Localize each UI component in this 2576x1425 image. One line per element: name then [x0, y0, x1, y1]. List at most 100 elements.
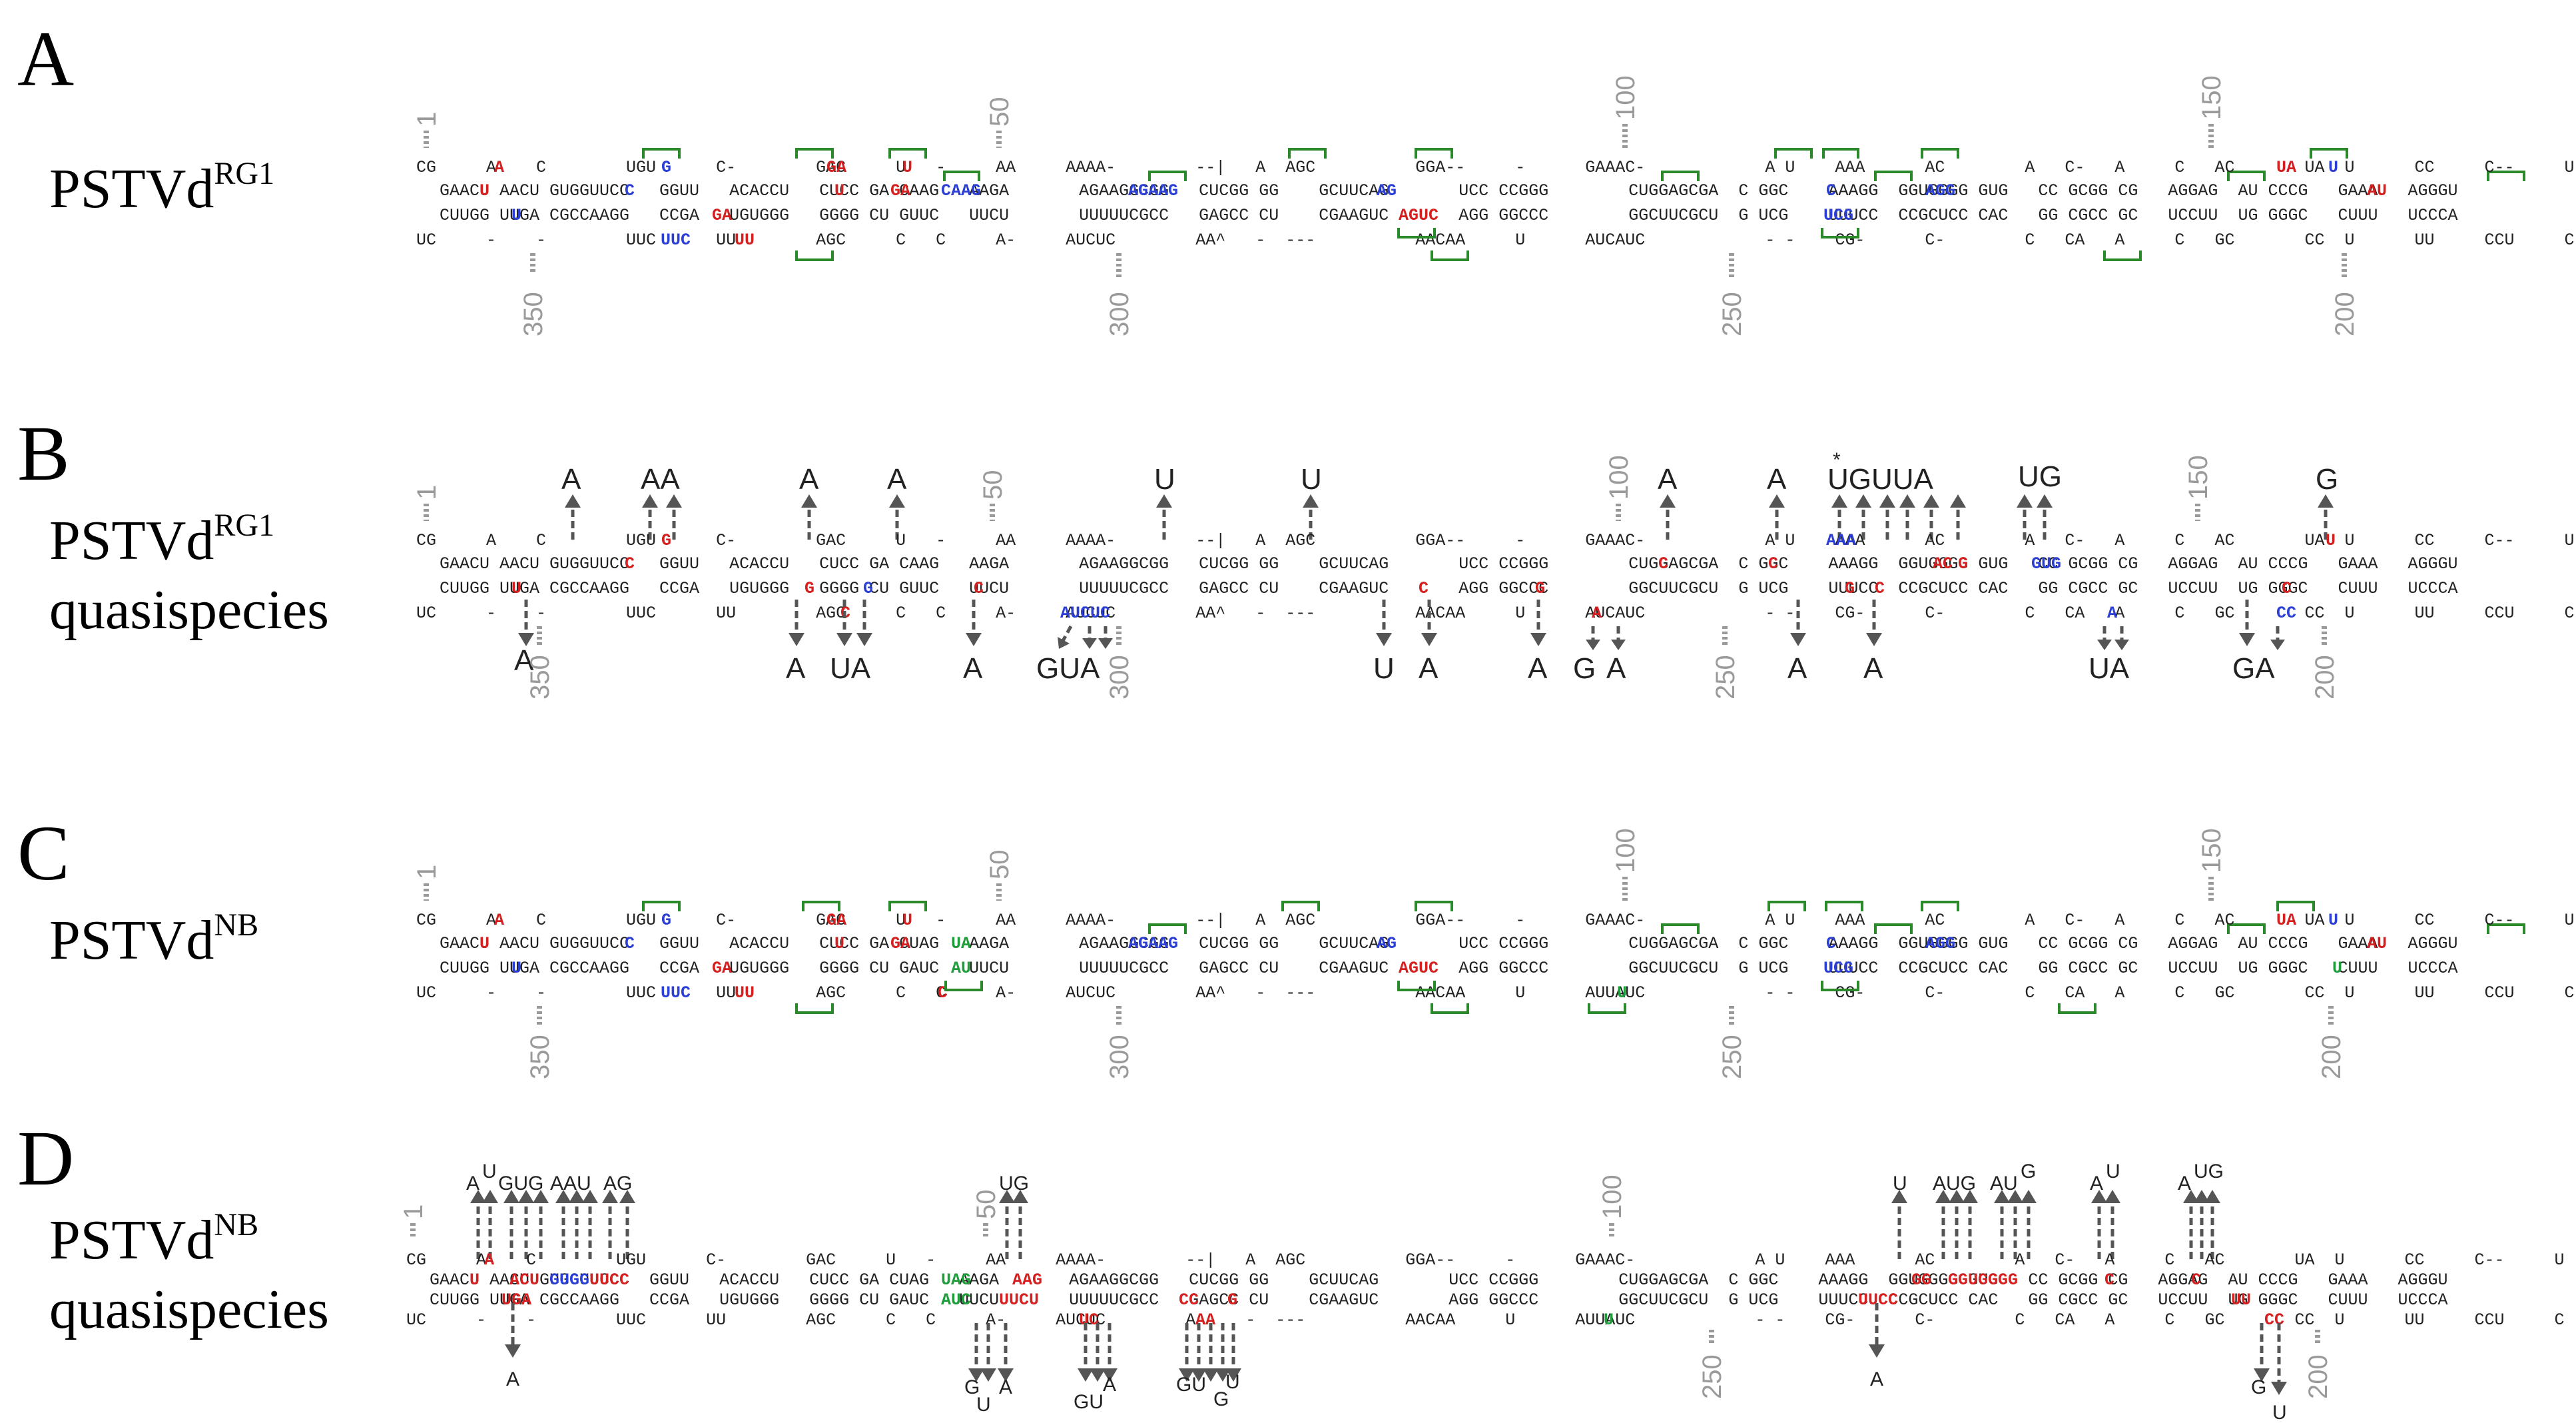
- position-label: 100: [1598, 1175, 1627, 1219]
- mutation-label: A: [514, 644, 534, 677]
- mutation-label: A: [1528, 652, 1548, 685]
- highlight-nt: GUGG: [549, 1270, 589, 1290]
- position-label: 1: [412, 865, 442, 879]
- bracket-top: [1288, 148, 1327, 159]
- position-label: 350: [525, 655, 555, 700]
- highlight-nt: AU: [951, 959, 971, 978]
- panel-a: A PSTVdRG1 1 50 100 150 CG A C UGU C: [0, 0, 2576, 346]
- highlight-nt: U: [480, 934, 489, 953]
- position-label: 250: [1718, 292, 1747, 336]
- highlight-nt: UA: [2276, 911, 2296, 930]
- bracket-bottom: [1397, 981, 1436, 991]
- panel-letter: B: [17, 410, 70, 497]
- highlight-nt: GA: [890, 181, 910, 201]
- panel-name-main: PSTVd: [49, 158, 214, 220]
- sequence-row: CUUGG UUGA CGCCAAGG CCGA UGUGGG GGGG CU …: [440, 959, 2458, 978]
- highlight-nt: U: [834, 934, 844, 953]
- mutation-label: G: [1213, 1388, 1229, 1410]
- highlight-nt: G: [1845, 579, 1855, 598]
- highlight-nt: C: [1875, 579, 1885, 598]
- highlight-nt: G: [1227, 1290, 1237, 1310]
- bracket-bottom: [1431, 250, 1469, 261]
- mutation-label: A: [2178, 1173, 2191, 1194]
- mutation-label: A: [1787, 652, 1807, 685]
- bracket-top: [2227, 923, 2266, 934]
- bracket-top: [802, 901, 840, 911]
- highlight-nt: GGUGGGG: [1948, 1270, 2018, 1290]
- secondary-structure-b: 1 50 100 150 A AA A A U U A A: [412, 449, 2575, 700]
- highlight-nt: U: [2326, 531, 2336, 550]
- bracket-top: [1768, 901, 1806, 911]
- panel-name-superscript: RG1: [214, 508, 275, 543]
- highlight-nt: U: [834, 181, 844, 201]
- highlight-nt: U: [470, 1270, 480, 1290]
- mutation-label: G: [2316, 463, 2338, 496]
- mutation-arrows-top: U A GUG AAU AG UG U AUG AU: [466, 1161, 2224, 1259]
- mutation-label: UG: [2194, 1161, 2224, 1183]
- highlight-nt: C: [2191, 1270, 2201, 1290]
- highlight-nt: ACU: [509, 1270, 539, 1290]
- highlight-nt: AU: [2367, 181, 2387, 201]
- mutation-label: GU: [1074, 1391, 1104, 1413]
- panel-name-main: PSTVd: [49, 510, 214, 572]
- panel-name-main: PSTVd: [49, 1209, 214, 1271]
- bracket-top: [1661, 171, 1700, 181]
- mutation-label: U: [1373, 652, 1395, 685]
- mutation-label: GU: [1176, 1374, 1206, 1396]
- highlight-nt: G: [863, 579, 873, 598]
- bracket-bottom: [1821, 981, 1859, 991]
- highlight-nt: A: [1592, 604, 1602, 623]
- panel-letter: A: [17, 15, 75, 103]
- highlight-nt: U: [1604, 1310, 1614, 1330]
- bracket-bottom: [1397, 228, 1436, 238]
- highlight-nt: U: [480, 181, 489, 201]
- position-label: 350: [525, 1035, 555, 1079]
- highlight-nt: AGAAG: [1128, 934, 1178, 953]
- mutation-label: A: [786, 652, 806, 685]
- mutation-label: UA: [2089, 652, 2130, 685]
- position-label: 200: [2310, 655, 2340, 700]
- highlight-nt: UUC: [661, 231, 691, 250]
- bracket-top: [1774, 148, 1813, 159]
- position-label: 300: [1105, 655, 1134, 700]
- secondary-structure-c: 1 50 100 150 CG A C UGU C- GAC U - AA AA…: [412, 828, 2575, 1079]
- bracket-bottom: [1431, 1003, 1469, 1014]
- bracket-top: [1874, 923, 1913, 934]
- highlight-nt: UAG: [941, 1270, 971, 1290]
- secondary-structure-d: 1 50 100 U A GUG AAU AG UG U: [399, 1161, 2565, 1424]
- highlight-nt: GA: [826, 911, 846, 930]
- highlight-nt: AGUC: [1399, 206, 1439, 225]
- bracket-top: [2310, 148, 2348, 159]
- panel-name-line2: quasispecies: [49, 1278, 329, 1341]
- mutation-label: A: [1419, 652, 1439, 685]
- highlight-nt: AG: [1377, 181, 1397, 201]
- mutation-label: GA: [2232, 652, 2275, 685]
- position-label: 150: [2197, 75, 2226, 120]
- bracket-top: [1921, 901, 1959, 911]
- bracket-bottom: [2058, 1003, 2096, 1014]
- mutation-label: A: [506, 1368, 519, 1390]
- mutation-label: A: [887, 463, 907, 496]
- position-label: 100: [1611, 828, 1640, 873]
- secondary-structure-a: 1 50 100 150 CG A C UGU C- GAC U - AA AA…: [412, 75, 2575, 336]
- highlight-nt: CAAG: [941, 181, 981, 201]
- mutation-label: A: [963, 652, 983, 685]
- position-label: 250: [1711, 655, 1740, 700]
- bracket-top: [1148, 923, 1187, 934]
- mutation-label: U: [1893, 1173, 1907, 1194]
- panel-letter: D: [17, 1115, 75, 1202]
- position-label: 50: [985, 97, 1014, 127]
- bracket-top: [2227, 171, 2266, 181]
- highlight-nt: CC: [2264, 1310, 2284, 1330]
- sequence-row: CG A C UGU C- GAC U - AA AAAA- --| A AGC…: [416, 531, 2575, 550]
- sequence-row: CUUGG UUGA CGCCAAGG CCGA UGUGGG GGGG CU …: [440, 206, 2458, 225]
- position-label: 200: [2304, 1354, 2333, 1399]
- mutation-label: A: [1863, 652, 1883, 685]
- highlight-nt: AGG: [1925, 934, 1955, 953]
- highlight-nt: C: [625, 934, 635, 953]
- highlight-nt: C: [2104, 1270, 2114, 1290]
- mutation-label: G: [2021, 1161, 2036, 1183]
- position-label: 100: [1611, 75, 1640, 120]
- highlight-nt: GA: [712, 959, 732, 978]
- mutation-label: UG: [999, 1173, 1029, 1194]
